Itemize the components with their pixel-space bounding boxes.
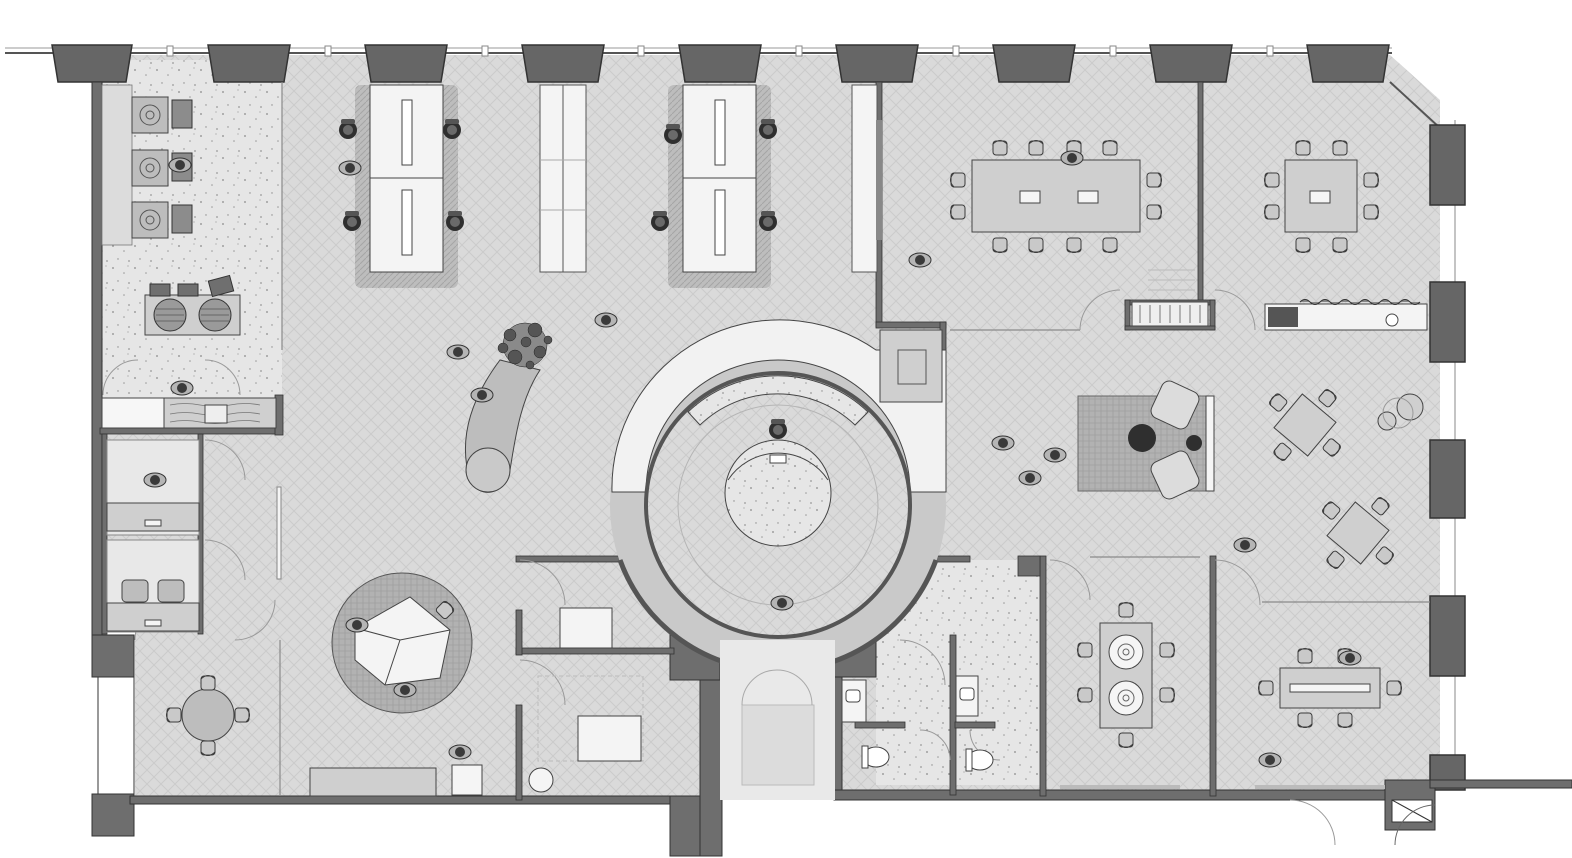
stair-icon [1131, 269, 1209, 327]
entrance-vestibule [720, 640, 835, 800]
chair-icon [769, 419, 787, 439]
storage-room [528, 607, 644, 793]
person-icon [1043, 447, 1067, 463]
chair-icon [664, 124, 682, 144]
person-icon [168, 157, 192, 173]
reception-rotunda [610, 319, 947, 674]
chair-icon [759, 211, 777, 231]
person-icon [1233, 537, 1257, 553]
toilet-icon [861, 745, 994, 772]
lounge-lockers [101, 84, 277, 429]
cafe-seating [1233, 387, 1424, 571]
chair-icon [651, 211, 669, 231]
chair-icon [343, 211, 361, 231]
person-icon [393, 682, 417, 698]
meeting-nook [166, 675, 250, 756]
interior-walls [99, 81, 1217, 801]
person-icon [594, 312, 618, 328]
meeting-room-south-east [1255, 648, 1402, 789]
person-icon [1018, 470, 1042, 486]
sink-icon [845, 687, 975, 703]
person-icon [991, 435, 1015, 451]
chair-icon [443, 119, 461, 139]
restrooms [841, 675, 994, 772]
exterior-door [1391, 799, 1436, 846]
facade-top [5, 44, 1392, 83]
person-icon [338, 160, 362, 176]
person-icon [446, 344, 470, 360]
person-icon [345, 617, 369, 633]
facade-right [1389, 81, 1466, 791]
large-conference-room [908, 140, 1162, 268]
open-workspace [338, 84, 882, 288]
kitchenette [1264, 299, 1428, 331]
person-icon [448, 744, 472, 760]
person-icon [1338, 650, 1362, 666]
chair-icon [446, 211, 464, 231]
plant-icon [446, 312, 618, 493]
person-icon [1258, 752, 1282, 768]
chair-icon [759, 119, 777, 139]
person-icon [143, 472, 167, 488]
phone-booths [106, 439, 200, 633]
person-icon [470, 387, 494, 403]
small-conference-room [1264, 140, 1379, 253]
chair-icon [339, 119, 357, 139]
person-icon [770, 595, 794, 611]
huddle-table [276, 486, 483, 797]
breakout-lounge [991, 380, 1215, 500]
meeting-room-dining [1060, 602, 1180, 789]
person-icon [170, 380, 194, 396]
person-icon [1060, 150, 1084, 166]
person-icon [908, 252, 932, 268]
glass-partitions [279, 82, 1430, 796]
